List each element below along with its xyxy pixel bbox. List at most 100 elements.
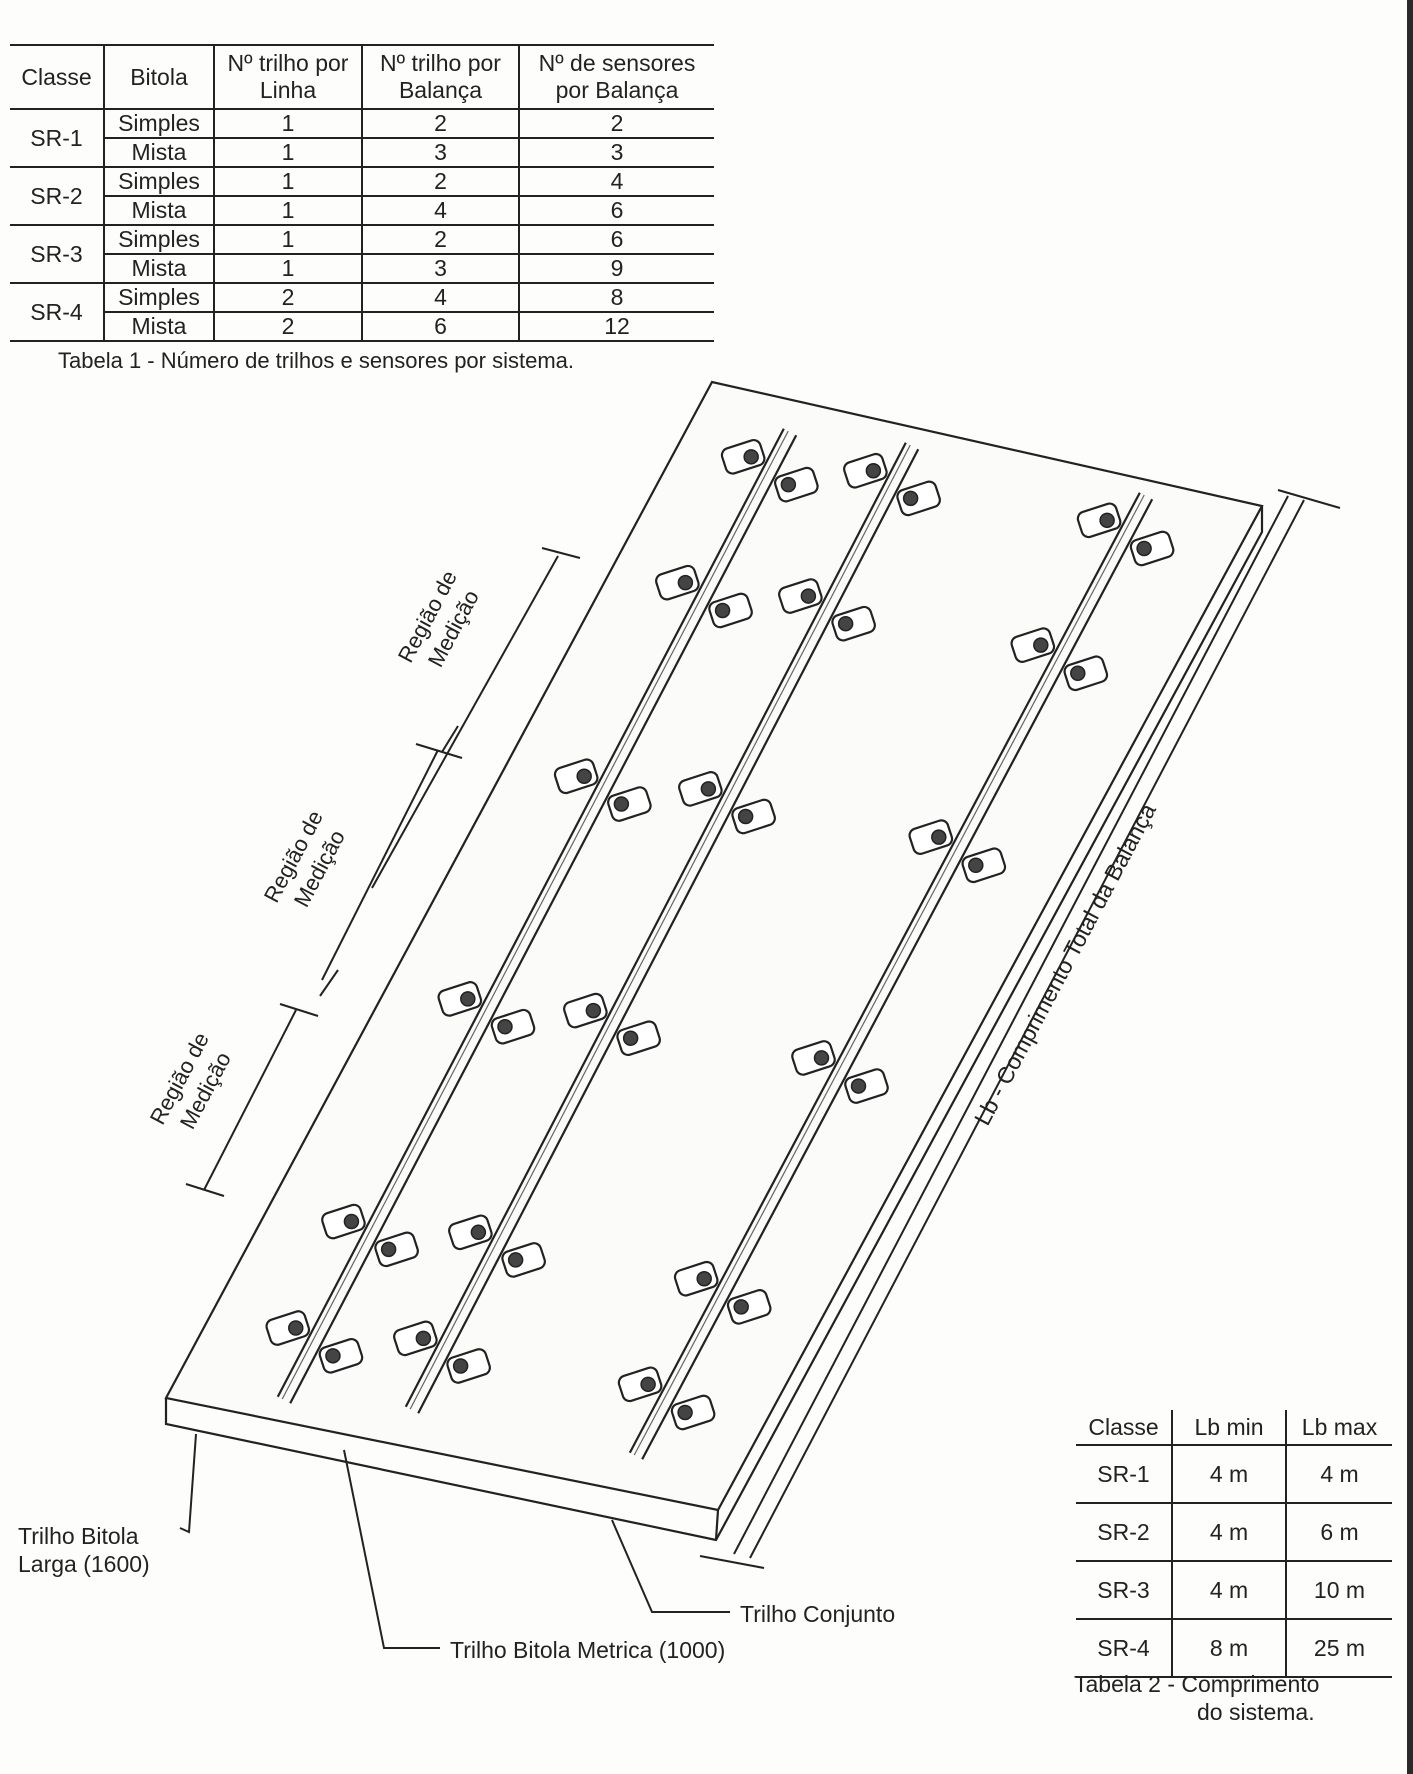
rail-line xyxy=(633,494,1145,1456)
table-2-classe-cell: SR-2 xyxy=(1076,1503,1173,1562)
table-1-linha-cell: 2 xyxy=(214,283,363,313)
table-1-balanca-cell: 4 xyxy=(362,283,520,313)
sensor-clamp xyxy=(731,798,776,835)
sensor-bolt xyxy=(380,1241,397,1258)
table-1-classe-cell: SR-1 xyxy=(10,109,105,168)
table-2-max-cell: 4 m xyxy=(1286,1445,1392,1504)
sensor-bolt xyxy=(837,615,854,632)
sensor-bolt xyxy=(743,449,759,465)
label-trilho-bitola-metrica: Trilho Bitola Metrica (1000) xyxy=(450,1637,726,1663)
table-row: Mista 1 3 3 xyxy=(10,138,714,168)
sensor-clamp xyxy=(655,564,700,601)
sensor-bolt xyxy=(733,1299,749,1315)
rail-assembly xyxy=(265,428,1175,1460)
sensor-clamp xyxy=(908,819,954,855)
sensor-bolt xyxy=(902,490,919,507)
sensor-clamp xyxy=(1063,655,1109,692)
sensor-clamp xyxy=(670,1394,716,1431)
table-1-sensores-cell: 6 xyxy=(519,196,714,226)
sensor-bolt xyxy=(585,1002,602,1019)
sensor-clamp xyxy=(318,1337,364,1374)
table-2: Classe Lb min Lb max SR-1 4 m 4 m SR-2 4… xyxy=(1076,1410,1392,1678)
table-1-bitola-cell: Simples xyxy=(104,225,215,255)
sensor-bolt xyxy=(343,1213,360,1230)
table-2-max-cell: 6 m xyxy=(1286,1503,1392,1562)
table-2-max-cell: 25 m xyxy=(1286,1619,1392,1678)
sensor-bolt xyxy=(613,796,630,812)
rail-line xyxy=(276,428,785,1398)
table-2-header-row: Classe Lb min Lb max xyxy=(1076,1410,1392,1446)
sensor-bolt xyxy=(700,781,717,797)
sensor-bolt xyxy=(737,808,754,825)
table-1-sensores-cell: 3 xyxy=(519,138,714,168)
sensor-clamp xyxy=(321,1203,366,1240)
table-2-caption-line1: Tabela 2 - Comprimento xyxy=(1074,1671,1320,1697)
sensor-clamp xyxy=(778,578,823,614)
table-1: Classe Bitola Nº trilho por Linha Nº tri… xyxy=(10,44,714,342)
table-1-balanca-cell: 6 xyxy=(362,312,520,342)
sensor-clamp xyxy=(563,992,608,1029)
table-1-balanca-cell: 2 xyxy=(362,225,520,255)
sensor-clamp xyxy=(616,1020,661,1057)
table-1-bitola-cell: Simples xyxy=(104,109,215,139)
table-1-linha-cell: 1 xyxy=(214,225,363,255)
sensor-bolt xyxy=(677,574,694,591)
sensor-clamp xyxy=(607,786,652,822)
sensor-clamp xyxy=(844,1068,889,1104)
sensor-bolt xyxy=(780,476,797,493)
table-row: SR-2 4 m 6 m xyxy=(1076,1503,1392,1562)
table-1-sensores-cell: 4 xyxy=(519,167,714,197)
table-1-classe-cell: SR-3 xyxy=(10,225,105,284)
sensor-bolt xyxy=(865,462,882,479)
sensor-bolt xyxy=(714,602,731,619)
sensor-clamp xyxy=(678,771,723,807)
table-2-header-lb-min: Lb min xyxy=(1172,1410,1287,1446)
sensor-clamp xyxy=(774,466,819,503)
sensor-clamp xyxy=(1076,502,1122,539)
table-1-balanca-cell: 2 xyxy=(362,109,520,139)
sensor-clamp xyxy=(1129,530,1175,567)
sensor-clamp xyxy=(393,1320,438,1357)
sensor-clamp xyxy=(501,1242,546,1278)
label-trilho-bitola-larga-line1: Trilho Bitola xyxy=(18,1523,139,1549)
rail-line xyxy=(281,430,789,1400)
scan-edge xyxy=(1407,0,1413,1774)
sensor-clamp xyxy=(673,1260,719,1297)
table-1-sensores-cell: 6 xyxy=(519,225,714,255)
table-1-balanca-cell: 3 xyxy=(362,254,520,284)
table-2-caption: Tabela 2 - Comprimento do sistema. xyxy=(1074,1670,1364,1726)
sensor-clamp xyxy=(446,1348,491,1384)
sensor-clamp xyxy=(896,480,941,517)
table-2-min-cell: 4 m xyxy=(1172,1561,1287,1620)
table-1-linha-cell: 2 xyxy=(214,312,363,342)
table-row: SR-2 Simples 1 2 4 xyxy=(10,167,714,226)
sensor-bolt xyxy=(800,588,817,604)
table-1-header-trilho-balanca: Nº trilho por Balança xyxy=(362,45,520,110)
table-1-balanca-cell: 3 xyxy=(362,138,520,168)
table-row: Mista 1 3 9 xyxy=(10,254,714,284)
sensor-clamp xyxy=(437,981,483,1017)
table-2-header-lb-max: Lb max xyxy=(1286,1410,1392,1446)
table-row: SR-1 4 m 4 m xyxy=(1076,1445,1392,1504)
sensor-bolt xyxy=(1070,665,1086,682)
table-row: SR-3 Simples 1 2 6 xyxy=(10,225,714,284)
label-trilho-bitola-larga-line2: Larga (1600) xyxy=(18,1551,150,1577)
table-1-header-bitola: Bitola xyxy=(104,45,215,110)
sensor-bolt xyxy=(640,1376,656,1393)
sensor-bolt xyxy=(507,1252,524,1268)
table-2-min-cell: 4 m xyxy=(1172,1503,1287,1562)
table-1-balanca-cell: 2 xyxy=(362,167,520,197)
table-row: SR-4 8 m 25 m xyxy=(1076,1619,1392,1678)
sensor-clamp xyxy=(448,1214,493,1251)
table-1-header-classe: Classe xyxy=(10,45,105,110)
sensor-bolt xyxy=(696,1270,712,1287)
table-1-bitola-cell: Simples xyxy=(104,167,215,197)
sensor-clamp xyxy=(791,1040,836,1076)
sensor-bolt xyxy=(576,768,592,785)
rail-line xyxy=(409,444,911,1410)
sensor-bolt xyxy=(1099,512,1115,529)
table-1-sensores-cell: 9 xyxy=(519,254,714,284)
table-row: Mista 2 6 12 xyxy=(10,312,714,342)
table-row: SR-1 Simples 1 2 2 xyxy=(10,109,714,168)
